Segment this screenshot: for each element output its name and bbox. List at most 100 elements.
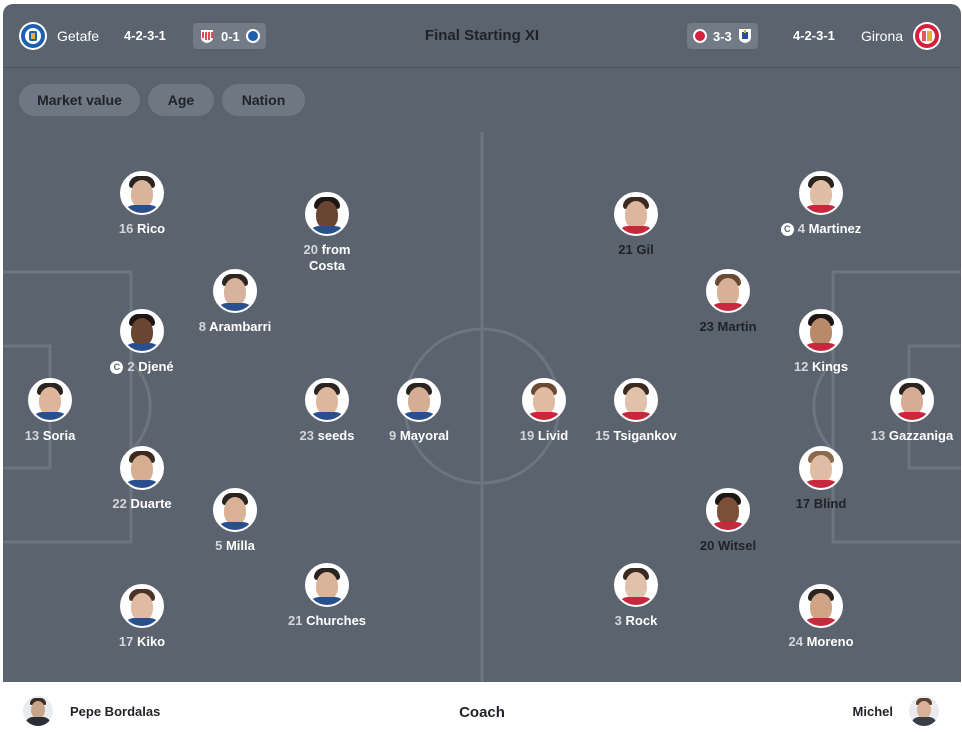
player-home-arambarri[interactable]: 8 Arambarri	[170, 269, 300, 335]
player-number: 15	[595, 428, 610, 443]
player-number: 17	[795, 496, 811, 511]
player-home-soria[interactable]: 13 Soria	[3, 378, 115, 444]
player-name: Tsigankov	[613, 428, 677, 443]
player-label: 20 from Costa	[292, 242, 362, 274]
player-label: 9 Mayoral	[354, 428, 484, 444]
getafe-crest-icon	[19, 22, 47, 50]
player-name: Rico	[136, 221, 166, 236]
home-last-result: 0-1	[221, 28, 240, 44]
player-label: 12 Kings	[756, 359, 886, 375]
player-away-blind[interactable]: 17 Blind	[756, 446, 886, 512]
away-coach-avatar[interactable]	[909, 696, 939, 726]
player-number: 24	[788, 634, 803, 649]
away-coach-name[interactable]: Michel	[852, 704, 893, 719]
player-label: 5 Milla	[170, 538, 300, 554]
filter-age[interactable]: Age	[148, 84, 214, 116]
player-away-rock[interactable]: 3 Rock	[571, 563, 701, 629]
away-last-match-badge[interactable]: 3-3	[687, 23, 758, 49]
player-number: 17	[118, 634, 134, 649]
player-photo	[522, 378, 566, 422]
player-away-livid[interactable]: 19 Livid	[479, 378, 609, 444]
player-away-martin[interactable]: 23 Martin	[663, 269, 793, 335]
player-number: 19	[519, 428, 535, 443]
player-photo	[120, 309, 164, 353]
home-team[interactable]: Getafe	[19, 22, 99, 50]
player-name: from Costa	[308, 242, 351, 273]
player-name: Djené	[138, 359, 174, 374]
player-photo	[799, 309, 843, 353]
player-away-moreno[interactable]: 24 Moreno	[756, 584, 886, 650]
player-photo	[614, 378, 658, 422]
player-name: Kings	[811, 359, 849, 374]
player-label: 23 Martin	[663, 319, 793, 335]
athletic-bilbao-crest-icon	[201, 30, 213, 43]
player-away-gazzaniga[interactable]: 13 Gazzaniga	[847, 378, 961, 444]
home-last-match-badge[interactable]: 0-1	[193, 23, 266, 49]
player-number: 2	[127, 359, 135, 374]
player-name: Gil	[636, 242, 654, 257]
player-away-kings[interactable]: 12 Kings	[756, 309, 886, 375]
player-name: Arambarri	[209, 319, 272, 334]
player-home-rico[interactable]: 16 Rico	[77, 171, 207, 237]
lineup-widget: Getafe 4-2-3-1 0-1 Final Starting XI 3-3…	[3, 4, 961, 732]
girona-mini-crest-icon	[693, 29, 707, 43]
player-label: 21 Gil	[571, 242, 701, 258]
player-name: Gazzaniga	[888, 428, 954, 443]
player-away-tsigankov[interactable]: 15 Tsigankov	[571, 378, 701, 444]
player-photo	[799, 171, 843, 215]
real-oviedo-crest-icon	[738, 29, 751, 43]
captain-icon: C	[780, 223, 794, 236]
player-photo	[120, 446, 164, 490]
player-number: 21	[287, 613, 303, 628]
player-photo	[120, 171, 164, 215]
player-home-kiko[interactable]: 17 Kiko	[77, 584, 207, 650]
player-label: 15 Tsigankov	[571, 428, 701, 444]
player-number: 9	[389, 428, 397, 443]
away-team-name: Girona	[861, 28, 904, 44]
home-coach-avatar[interactable]	[23, 696, 53, 726]
player-home-duarte[interactable]: 22 Duarte	[77, 446, 207, 512]
home-formation: 4-2-3-1	[124, 28, 166, 43]
player-number: 23	[699, 319, 714, 334]
player-number: 13	[870, 428, 886, 443]
player-home-seeds[interactable]: 23 seeds	[262, 378, 392, 444]
away-team[interactable]: Girona	[861, 22, 942, 50]
player-number: 13	[24, 428, 40, 443]
player-number: 12	[793, 359, 809, 374]
player-number: 22	[112, 496, 127, 511]
player-name: seeds	[317, 428, 355, 443]
player-photo	[614, 192, 658, 236]
home-coach-name[interactable]: Pepe Bordalas	[70, 704, 161, 719]
player-name: Martinez	[808, 221, 862, 236]
player-label: 22 Duarte	[77, 496, 207, 512]
player-label: 8 Arambarri	[170, 319, 300, 335]
filter-nation[interactable]: Nation	[222, 84, 305, 116]
player-away-gil[interactable]: 21 Gil	[571, 192, 701, 258]
player-photo	[890, 378, 934, 422]
player-number: 20	[303, 242, 318, 257]
away-last-result: 3-3	[713, 28, 732, 44]
player-home-milla[interactable]: 5 Milla	[170, 488, 300, 554]
player-photo	[614, 563, 658, 607]
player-label: 20 Witsel	[663, 538, 793, 554]
player-home-churches[interactable]: 21 Churches	[262, 563, 392, 629]
player-away-witsel[interactable]: 20 Witsel	[663, 488, 793, 554]
player-home-mayoral[interactable]: 9 Mayoral	[354, 378, 484, 444]
player-name: Livid	[537, 428, 569, 443]
getafe-mini-crest-icon	[245, 29, 260, 43]
coach-bar: Pepe Bordalas Coach Michel	[3, 682, 961, 732]
player-photo	[213, 488, 257, 532]
filter-market-value[interactable]: Market value	[19, 84, 140, 116]
player-photo	[706, 488, 750, 532]
player-home-from-costa[interactable]: 20 from Costa	[262, 192, 392, 274]
player-name: Milla	[225, 538, 255, 553]
player-name: Rock	[625, 613, 658, 628]
girona-crest-icon	[913, 22, 942, 50]
player-label: 3 Rock	[571, 613, 701, 629]
player-photo	[706, 269, 750, 313]
player-number: 16	[118, 221, 134, 236]
